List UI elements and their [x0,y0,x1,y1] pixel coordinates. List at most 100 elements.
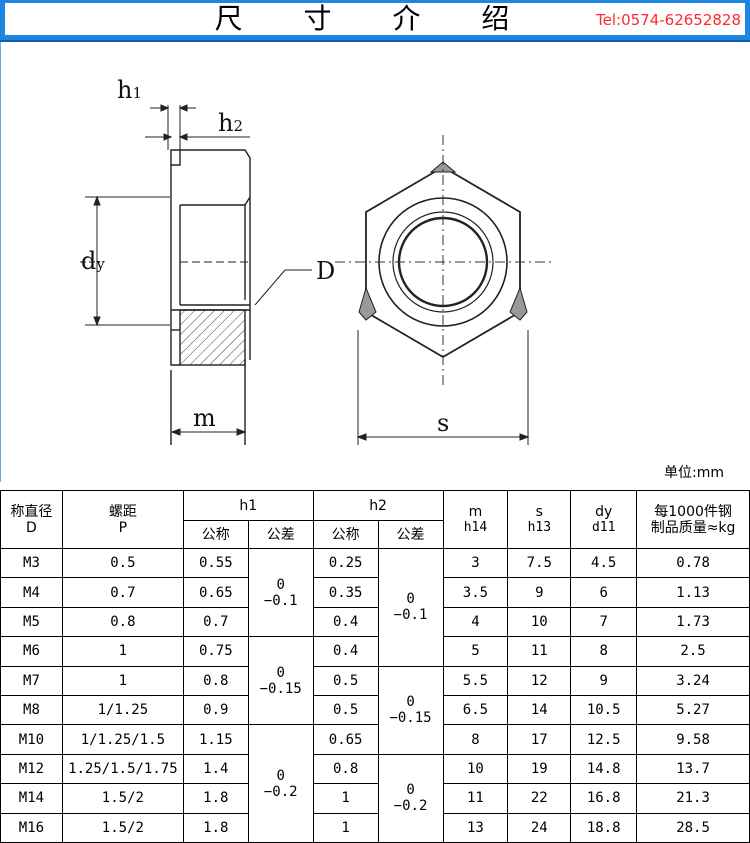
cell-weight: 28.5 [636,812,750,843]
col-h1-nominal: 公称 [182,520,249,549]
cell-pitch: 0.7 [61,577,184,608]
cell-pitch: 1 [61,636,184,667]
cell-nominal-diameter: M12 [0,753,63,785]
cell-nominal-diameter: M5 [0,606,63,638]
cell-m: 6.5 [442,694,509,726]
cell-weight: 21.3 [636,783,750,814]
cell-h2-nominal: 1 [312,812,379,843]
side-dimensions [80,104,312,436]
col-h1: h1 [182,490,314,521]
cell-weight: 1.73 [636,606,750,638]
cell-pitch: 1.25/1.5/1.75 [61,753,184,785]
cell-s: 22 [507,783,572,814]
label-dy: d [81,247,96,275]
cell-nominal-diameter: M10 [0,724,63,755]
phone-number: Tel:0574-62652828 [596,11,741,29]
cell-h2-nominal: 0.5 [312,665,379,696]
cell-pitch: 0.8 [61,606,184,638]
col-h2-tolerance: 公差 [377,520,444,549]
cell-m: 8 [442,724,509,755]
top-dimensions [356,330,530,445]
cell-h2-nominal: 0.35 [312,577,379,608]
cell-m: 5.5 [442,665,509,696]
cell-h1-tolerance: 0−0.15 [247,636,314,726]
cell-dy: 9 [570,665,638,696]
top-view-centerlines [335,135,555,385]
cell-dy: 12.5 [570,724,638,755]
cell-h1-tolerance: 0−0.1 [247,547,314,638]
cell-h2-tolerance: 0−0.15 [377,665,444,755]
col-h2-nominal: 公称 [312,520,379,549]
cell-h1-nominal: 0.8 [182,665,249,696]
cell-m: 10 [442,753,509,785]
cell-weight: 13.7 [636,753,750,785]
cell-s: 17 [507,724,572,755]
cell-h1-nominal: 0.65 [182,577,249,608]
cell-nominal-diameter: M16 [0,812,63,843]
cell-h1-nominal: 0.7 [182,606,249,638]
cell-m: 3.5 [442,577,509,608]
page-title: 尺 寸 介 绍 [214,2,536,35]
cell-pitch: 1/1.25 [61,694,184,726]
cell-weight: 9.58 [636,724,750,755]
col-h2: h2 [312,490,444,521]
cell-nominal-diameter: M14 [0,783,63,814]
cell-h2-nominal: 0.8 [312,753,379,785]
cell-s: 12 [507,665,572,696]
unit-label: 单位:mm [664,465,724,481]
label-s: s [437,409,449,437]
cell-nominal-diameter: M6 [0,636,63,667]
cell-weight: 0.78 [636,547,750,579]
cell-dy: 10.5 [570,694,638,726]
cell-weight: 2.5 [636,636,750,667]
cell-weight: 3.24 [636,665,750,696]
cell-weight: 1.13 [636,577,750,608]
cell-h1-nominal: 1.4 [182,753,249,785]
technical-drawing: h1 h2 dy D m s [80,76,555,445]
cell-h1-nominal: 1.15 [182,724,249,755]
cell-dy: 8 [570,636,638,667]
cell-m: 3 [442,547,509,579]
cell-pitch: 1.5/2 [61,783,184,814]
cell-dy: 4.5 [570,547,638,579]
cell-h1-nominal: 0.55 [182,547,249,579]
label-h2: h [218,109,233,137]
cell-weight: 5.27 [636,694,750,726]
cell-dy: 16.8 [570,783,638,814]
label-D: D [316,257,335,285]
cell-h1-tolerance: 0−0.2 [247,724,314,843]
cell-s: 7.5 [507,547,572,579]
cell-m: 11 [442,783,509,814]
svg-text:dy: dy [81,247,105,275]
drawing-labels: h1 h2 dy D m s [81,76,449,437]
drawing-frame [0,42,750,482]
cell-s: 9 [507,577,572,608]
cell-s: 11 [507,636,572,667]
label-m: m [193,404,216,432]
cell-h2-nominal: 1 [312,783,379,814]
cell-m: 13 [442,812,509,843]
cell-h2-nominal: 0.4 [312,636,379,667]
cell-h2-tolerance: 0−0.2 [377,753,444,843]
label-dy-sub: y [95,255,105,273]
label-h1: h [117,76,132,104]
cell-m: 5 [442,636,509,667]
cell-m: 4 [442,606,509,638]
cell-nominal-diameter: M3 [0,547,63,579]
cell-nominal-diameter: M7 [0,665,63,696]
cell-h2-nominal: 0.65 [312,724,379,755]
